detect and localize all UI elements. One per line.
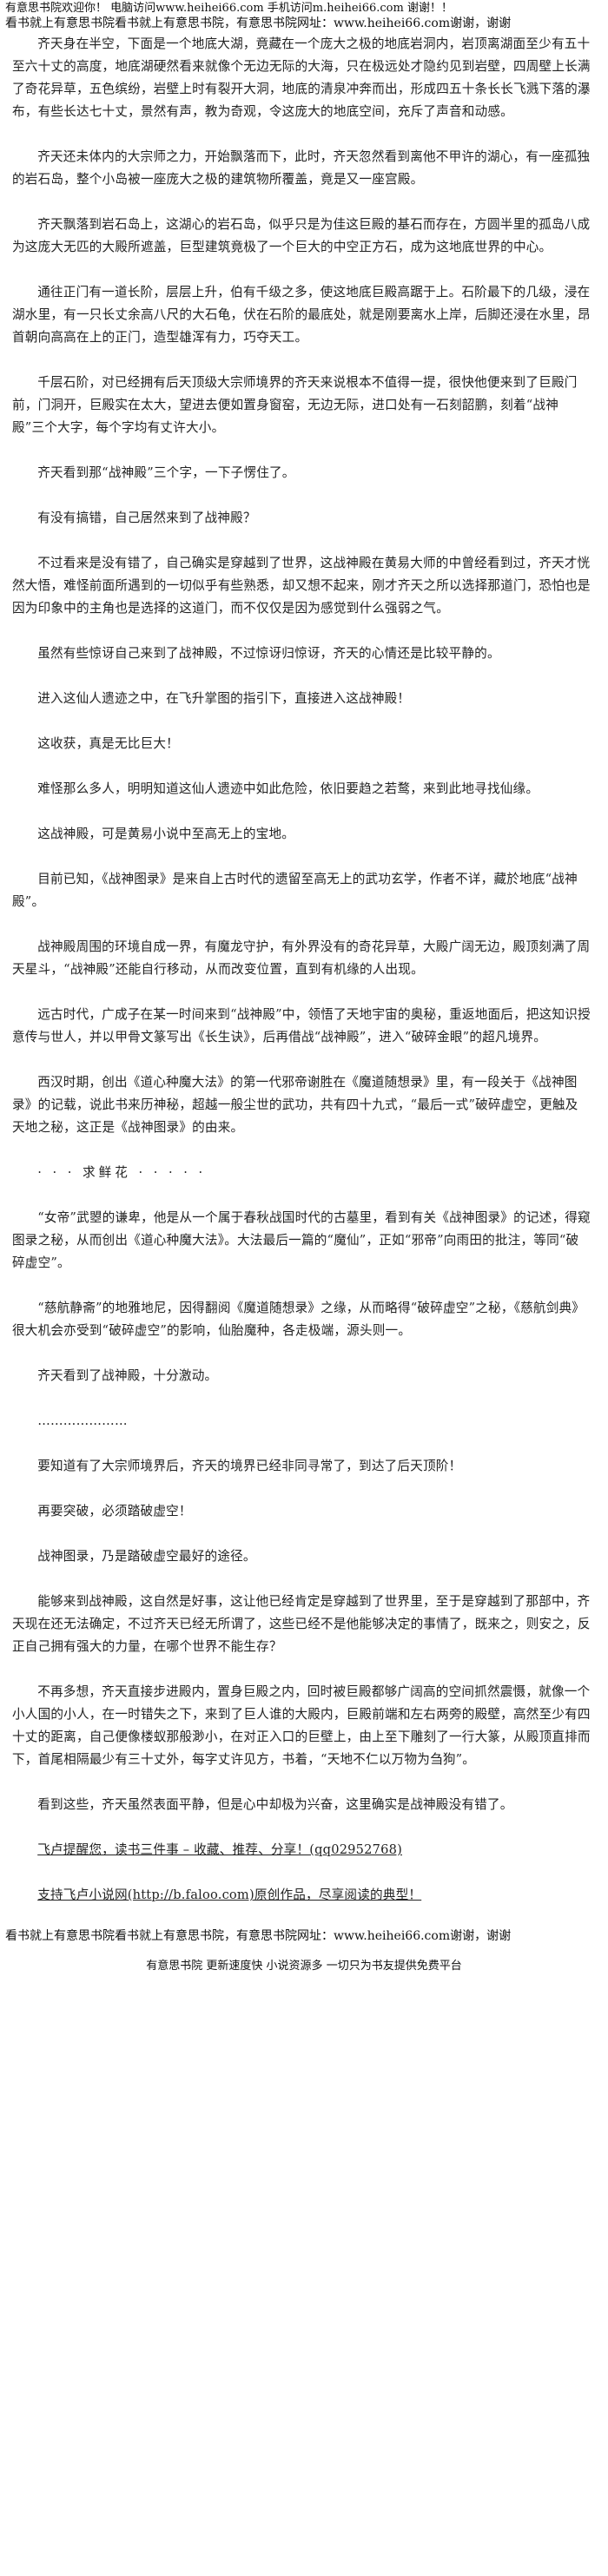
footer-header-text: 看书就上有意思书院看书就上有意思书院，有意思书院网址：www.heihei66.… xyxy=(5,1929,512,1943)
paragraph: 再要突破，必须踏破虚空！ xyxy=(37,1504,192,1519)
paragraph: 齐天飘落到岩石岛上，这湖心的岩石岛，似乎只是为佳这巨殿的基石而存在，方圆半里的孤… xyxy=(12,217,591,254)
paragraph: 千层石阶，对已经拥有后天顶级大宗师境界的齐天来说根本不值得一提，很快他便来到了巨… xyxy=(12,375,578,435)
chapter-content: 齐天身在半空，下面是一个地底大湖，竟藏在一个庞大之极的地底岩洞内，岩顶离湖面至少… xyxy=(0,33,608,1907)
paragraph: 这收获，真是无比巨大！ xyxy=(37,736,179,751)
paragraph: 不再多想，齐天直接步进殿内，置身巨殿之内，回时被巨殿都够广阔高的空间抓然震慑，就… xyxy=(12,1684,591,1767)
promo-favorite: 飞卢提醒您，读书三件事 – 收藏、推荐、分享！(qq02952768) xyxy=(12,1839,591,1861)
promo-support[interactable]: 支持飞卢小说网(http://b.faloo.com)原创作品，尽享阅读的典型！ xyxy=(12,1884,591,1907)
paragraph: “女帝”武曌的谦卑，他是从一个属于春秋战国时代的古墓里，看到有关《战神图录》的记… xyxy=(12,1210,591,1270)
paragraph: · · · 求鲜花 · · · · · xyxy=(37,1165,207,1180)
promo-support-link[interactable]: 支持飞卢小说网(http://b.faloo.com)原创作品，尽享阅读的典型！ xyxy=(37,1888,422,1902)
paragraph: “慈航静斋”的地雅地尼，因得翻阅《魔道随想录》之缘，从而略得“破碎虚空”之秘，《… xyxy=(12,1301,585,1338)
paragraph: 虽然有些惊讶自己来到了战神殿，不过惊讶归惊讶，齐天的心情还是比较平静的。 xyxy=(37,646,500,661)
paragraph: 看到这些，齐天虽然表面平静，但是心中却极为兴奋，这里确实是战神殿没有错了。 xyxy=(37,1797,513,1812)
paragraph: 难怪那么多人，明明知道这仙人遗迹中如此危险，依旧要趋之若鹜，来到此地寻找仙缘。 xyxy=(37,781,539,796)
paragraph: ………………… xyxy=(37,1413,128,1428)
bottom-ad-text: 有意思书院 更新速度快 小说资源多 一切只为书友提供免费平台 xyxy=(146,1960,462,1973)
paragraph: 齐天看到了战神殿，十分激动。 xyxy=(37,1368,218,1383)
promo-favorite-text: 飞卢提醒您，读书三件事 – 收藏、推荐、分享！(qq02952768) xyxy=(37,1842,402,1857)
footer-header: 看书就上有意思书院看书就上有意思书院，有意思书院网址：www.heihei66.… xyxy=(0,1927,608,1945)
paragraph: 战神图录，乃是踏破虚空最好的途径。 xyxy=(37,1549,256,1564)
paragraph: 这战神殿，可是黄易小说中至高无上的宝地。 xyxy=(37,827,295,841)
paragraph: 通往正门有一道长阶，层层上升，伯有千级之多，使这地底巨殿高踞于上。石阶最下的几级… xyxy=(12,285,591,345)
paragraph: 进入这仙人遗迹之中，在飞升掌图的指引下，直接进入这战神殿！ xyxy=(37,691,411,706)
top-banner-text: 有意思书院欢迎你！ 电脑访问www.heihei66.com 手机访问m.hei… xyxy=(5,2,453,15)
paragraph: 能够来到战神殿，这自然是好事，这让他已经肯定是穿越到了世界里，至于是穿越到了那部… xyxy=(12,1594,591,1654)
paragraph: 远古时代，广成子在某一时间来到“战神殿”中，领悟了天地宇宙的奥秘，重返地面后，把… xyxy=(12,1007,591,1044)
paragraph: 西汉时期，创出《道心种魔大法》的第一代邪帝谢胜在《魔道随想录》里，有一段关于《战… xyxy=(12,1075,578,1135)
paragraph: 不过看来是没有错了，自己确实是穿越到了世界，这战神殿在黄易大师的中曾经看到过，齐… xyxy=(12,556,591,616)
paragraph: 战神殿周围的环境自成一界，有魔龙守护，有外界没有的奇花异草，大殿广阔无边，殿顶刻… xyxy=(12,939,591,977)
paragraph: 齐天还未体内的大宗师之力，开始飘落而下，此时，齐天忽然看到离他不甲许的湖心，有一… xyxy=(12,149,591,187)
top-banner: 有意思书院欢迎你！ 电脑访问www.heihei66.com 手机访问m.hei… xyxy=(0,0,608,16)
paragraph: 目前已知，《战神图录》是来自上古时代的遗留至高无上的武功玄学，作者不详，藏於地底… xyxy=(12,872,578,909)
paragraph: 有没有搞错，自己居然来到了战神殿？ xyxy=(37,511,256,525)
paragraph: 要知道有了大宗师境界后，齐天的境界已经非同寻常了，到达了后天顶阶！ xyxy=(37,1459,462,1473)
site-header-text: 看书就上有意思书院看书就上有意思书院，有意思书院网址：www.heihei66.… xyxy=(5,16,512,30)
paragraph: 齐天看到那“战神殿”三个字，一下子愣住了。 xyxy=(37,465,295,480)
bottom-ad: 有意思书院 更新速度快 小说资源多 一切只为书友提供免费平台 xyxy=(0,1959,608,1974)
site-header: 看书就上有意思书院看书就上有意思书院，有意思书院网址：www.heihei66.… xyxy=(0,16,608,33)
page: 有意思书院欢迎你！ 电脑访问www.heihei66.com 手机访问m.hei… xyxy=(0,0,608,1974)
paragraph: 齐天身在半空，下面是一个地底大湖，竟藏在一个庞大之极的地底岩洞内，岩顶离湖面至少… xyxy=(12,36,591,119)
